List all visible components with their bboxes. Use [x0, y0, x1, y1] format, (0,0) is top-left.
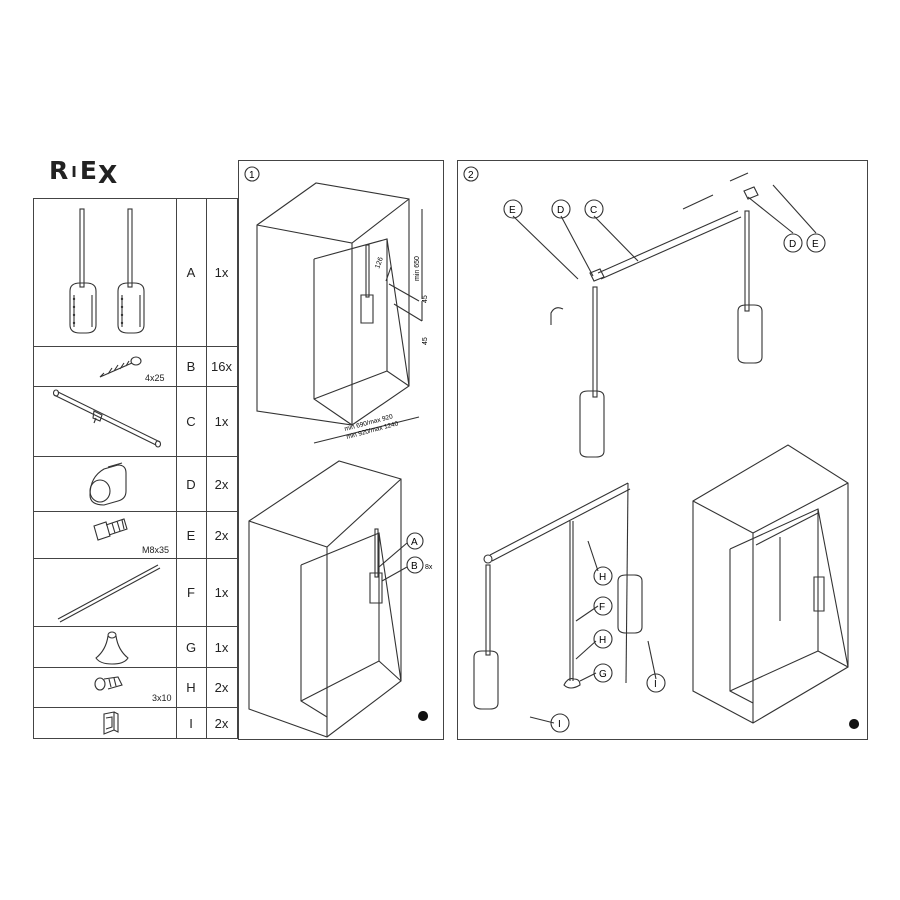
part-letter: B: [176, 347, 207, 386]
callout-label: I: [654, 679, 657, 690]
logo-letter: X: [97, 160, 119, 189]
part-letter: E: [176, 512, 207, 558]
part-size: 3x10: [152, 693, 172, 703]
part-row-b: 4x25 B 16x: [34, 347, 237, 387]
part-row-g: G 1x: [34, 627, 237, 668]
step-number-badge: [244, 166, 260, 182]
part-quantity: 2x: [214, 527, 229, 543]
part-letter: G: [176, 627, 207, 667]
part-picture: [34, 708, 177, 739]
part-size: 4x25: [145, 373, 165, 383]
part-letter: C: [176, 387, 207, 456]
logo-letter: E: [79, 156, 98, 185]
part-row-f: F 1x: [34, 559, 237, 627]
part-row-e: M8x35 E 2x: [34, 512, 237, 559]
part-picture: 4x25: [34, 347, 177, 386]
callout-label: H: [599, 635, 606, 646]
callout-circle: [406, 556, 424, 574]
lift-mechanism-icon: [69, 208, 145, 334]
rail-bar-icon: [52, 389, 162, 448]
part-row-d: D 2x: [34, 457, 237, 512]
logo-letter: R: [49, 156, 70, 185]
part-picture: [34, 199, 177, 346]
callout-label: G: [599, 669, 607, 680]
callout-label: B: [411, 561, 418, 572]
part-quantity: 2x: [214, 680, 229, 695]
step-1-panel: 1 min 650 126 45 45 min 690/max 920 min …: [238, 160, 444, 740]
part-quantity: 16x: [211, 359, 232, 374]
callout-label: A: [411, 537, 418, 548]
part-letter: D: [176, 457, 207, 511]
part-letter: A: [176, 199, 207, 346]
step-2-illustration: 2 E D C D E H F H G I I: [463, 166, 860, 733]
callout-label: F: [599, 602, 605, 613]
callout-label: H: [599, 572, 606, 583]
step-number: 2: [468, 170, 474, 181]
part-row-h: 3x10 H 2x: [34, 668, 237, 708]
part-quantity: 1x: [214, 414, 229, 429]
step-2-panel: 2 E D C D E H F H G I I: [457, 160, 868, 740]
dimension-label: min 650: [414, 256, 421, 281]
bracket-icon: [89, 462, 127, 506]
knob-icon: [95, 631, 129, 665]
logo-letter: I: [71, 163, 78, 181]
part-quantity: 2x: [214, 476, 229, 492]
part-picture: 3x10: [34, 668, 177, 707]
rotate-icon: [849, 719, 860, 729]
callout-label: E: [509, 205, 516, 216]
part-quantity: 2x: [214, 716, 229, 731]
dimension-label: 126: [374, 256, 385, 269]
part-picture: [34, 627, 177, 667]
callout-label: E: [812, 239, 819, 250]
small-screw-icon: [94, 676, 123, 691]
dimension-label: 45: [422, 295, 429, 303]
pull-rod-icon: [57, 564, 161, 623]
part-picture: [34, 387, 177, 456]
part-picture: [34, 457, 177, 511]
part-quantity: 1x: [214, 265, 229, 280]
callout-label: C: [590, 205, 597, 216]
parts-table: A 1x 4x25 B 16x: [33, 198, 238, 739]
part-letter: F: [176, 559, 207, 626]
part-size: M8x35: [142, 545, 170, 555]
dimension-label: 45: [422, 337, 429, 345]
callout-label: D: [789, 239, 796, 250]
rotate-icon: [418, 711, 429, 721]
part-letter: H: [176, 668, 207, 707]
part-picture: M8x35: [34, 512, 177, 558]
part-quantity: 1x: [214, 639, 229, 655]
bolt-icon: [93, 518, 128, 541]
part-letter: I: [176, 708, 207, 739]
part-quantity: 1x: [214, 585, 229, 600]
part-row-c: C 1x: [34, 387, 237, 457]
part-row-a: A 1x: [34, 199, 237, 347]
callout-label: D: [557, 205, 564, 216]
part-row-i: I 2x: [34, 708, 237, 739]
step-1-illustration: 1 min 650 126 45 45 min 690/max 920 min …: [244, 166, 433, 738]
callout-circle: [406, 532, 424, 550]
callout-count: 8x: [425, 564, 433, 571]
step-number: 1: [249, 170, 255, 181]
clip-icon: [103, 711, 119, 735]
screw-icon: [99, 356, 142, 378]
callout-label: I: [558, 719, 561, 730]
part-picture: [34, 559, 177, 626]
step-number-badge: [463, 166, 479, 182]
